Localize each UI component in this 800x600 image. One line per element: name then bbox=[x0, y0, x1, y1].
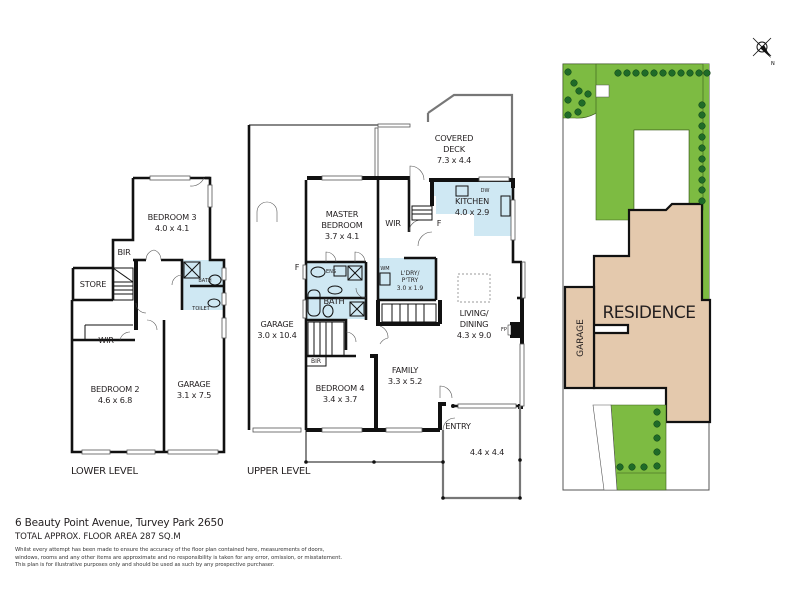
room-label-kitchen: KITCHEN bbox=[455, 196, 489, 206]
room-size-bedroom3: 4.0 x 4.1 bbox=[155, 223, 189, 233]
room-size-family: 3.3 x 5.2 bbox=[388, 376, 422, 386]
disclaimer-line: This plan is for illustrative purposes o… bbox=[15, 562, 275, 569]
disclaimer: Whilst every attempt has been made to en… bbox=[15, 547, 375, 570]
room-size-covered-deck: 7.3 x 4.4 bbox=[437, 155, 471, 165]
north-arrow-icon: N bbox=[752, 37, 775, 67]
room-size-porch: 4.4 x 4.4 bbox=[470, 447, 504, 457]
room-size-bedroom4: 3.4 x 3.7 bbox=[323, 394, 357, 404]
room-label-bir-lower: BIR bbox=[117, 247, 131, 257]
washing-machine-label: WM bbox=[380, 266, 389, 272]
room-label-family: FAMILY bbox=[392, 365, 420, 375]
room-size-master-bedroom: 3.7 x 4.1 bbox=[325, 231, 359, 241]
room-label-bedroom2: BEDROOM 2 bbox=[91, 384, 140, 394]
room-label-bath-upper: BATH bbox=[324, 296, 345, 306]
fireplace-label: FP bbox=[501, 327, 507, 333]
total-floor-area: TOTAL APPROX. FLOOR AREA 287 SQ.M bbox=[15, 532, 181, 542]
room-label-covered-deck-1: COVERED bbox=[435, 133, 474, 143]
room-size-laundry: 3.0 x 1.9 bbox=[397, 285, 424, 292]
room-label-ensuite: ENS bbox=[326, 269, 336, 275]
property-address: 6 Beauty Point Avenue, Turvey Park 2650 bbox=[15, 517, 224, 529]
room-label-laundry-1: L'DRY/ bbox=[400, 270, 420, 277]
room-label-wir-upper: WIR bbox=[385, 218, 401, 228]
room-label-wir-lower: WIR bbox=[98, 335, 114, 345]
room-size-garage-lower: 3.1 x 7.5 bbox=[177, 390, 211, 400]
room-size-bedroom2: 4.6 x 6.8 bbox=[98, 395, 132, 405]
room-label-laundry-2: P'TRY bbox=[402, 277, 419, 284]
fridge-label-garage: F bbox=[295, 262, 300, 272]
room-label-living-2: DINING bbox=[460, 319, 489, 329]
room-label-entry: ENTRY bbox=[445, 421, 472, 431]
compass-north-label: N bbox=[771, 61, 775, 67]
site-label-residence: RESIDENCE bbox=[602, 303, 695, 323]
disclaimer-line: windows, rooms and any other items are a… bbox=[15, 554, 343, 561]
room-size-garage-upper: 3.0 x 10.4 bbox=[257, 330, 296, 340]
room-label-store: STORE bbox=[80, 279, 107, 289]
site-label-garage: GARAGE bbox=[576, 319, 586, 357]
room-label-master-bedroom-1: MASTER bbox=[326, 209, 359, 219]
disclaimer-line: Whilst every attempt has been made to en… bbox=[15, 547, 325, 553]
room-label-bedroom3: BEDROOM 3 bbox=[148, 212, 197, 222]
room-label-living-1: LIVING/ bbox=[460, 308, 489, 318]
dishwasher-label: DW bbox=[481, 188, 490, 194]
room-label-bedroom4: BEDROOM 4 bbox=[316, 383, 365, 393]
room-label-bir-upper: BIR bbox=[311, 358, 321, 365]
site-plan: RESIDENCE GARAGE N bbox=[562, 37, 775, 491]
upper-level-plan: COVERED DECK 7.3 x 4.4 MASTER BEDROOM 3.… bbox=[247, 93, 526, 500]
room-label-toilet: TOILET bbox=[191, 306, 210, 312]
room-size-living: 4.3 x 9.0 bbox=[457, 330, 491, 340]
room-label-master-bedroom-2: BEDROOM bbox=[321, 220, 362, 230]
lower-level-plan: BEDROOM 3 4.0 x 4.1 BIR STORE BATH TOILE… bbox=[70, 175, 227, 477]
level-label-upper: UPPER LEVEL bbox=[247, 466, 311, 477]
room-size-kitchen: 4.0 x 2.9 bbox=[455, 207, 489, 217]
room-label-covered-deck-2: DECK bbox=[443, 144, 466, 154]
fridge-label-kitchen: F bbox=[437, 218, 442, 228]
room-label-garage-lower: GARAGE bbox=[177, 379, 210, 389]
room-label-garage-upper: GARAGE bbox=[260, 319, 293, 329]
room-label-bath-lower: BATH bbox=[198, 278, 212, 284]
level-label-lower: LOWER LEVEL bbox=[71, 466, 138, 477]
